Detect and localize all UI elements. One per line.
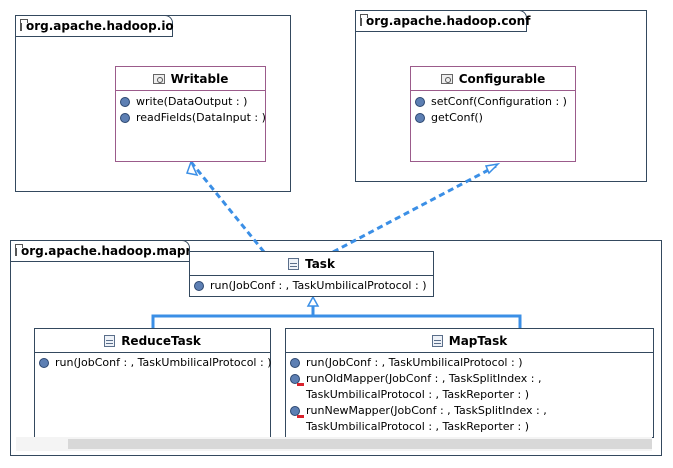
operation-row[interactable]: runNewMapper(JobConf : , TaskSplitIndex …	[286, 403, 653, 419]
public-operation-icon	[120, 97, 130, 107]
package-io-label: org.apache.hadoop.io	[26, 19, 174, 33]
operation-label: write(DataOutput : )	[136, 95, 248, 108]
scrollbar-thumb[interactable]	[68, 439, 652, 449]
class-reducetask-ops: run(JobConf : , TaskUmbilicalProtocol : …	[35, 353, 272, 371]
class-reducetask-name: ReduceTask	[121, 333, 201, 348]
operation-label: TaskUmbilicalProtocol : , TaskReporter :…	[306, 420, 530, 433]
operation-label: TaskUmbilicalProtocol : , TaskReporter :…	[306, 388, 530, 401]
class-icon	[104, 334, 116, 347]
package-icon	[15, 243, 23, 256]
operation-label: run(JobConf : , TaskUmbilicalProtocol : …	[210, 279, 427, 292]
public-operation-icon	[290, 358, 300, 368]
operation-label: run(JobConf : , TaskUmbilicalProtocol : …	[306, 356, 523, 369]
operation-row[interactable]: getConf()	[411, 110, 575, 126]
class-maptask[interactable]: MapTask run(JobConf : , TaskUmbilicalPro…	[285, 328, 654, 438]
package-conf-tab: org.apache.hadoop.conf	[355, 10, 531, 32]
protected-operation-icon	[290, 374, 304, 386]
package-icon	[20, 18, 28, 31]
class-task-ops: run(JobConf : , TaskUmbilicalProtocol : …	[190, 276, 433, 294]
class-icon	[288, 257, 300, 270]
operation-label: getConf()	[431, 111, 483, 124]
class-icon	[431, 334, 443, 347]
class-reducetask-header: ReduceTask	[35, 329, 270, 353]
public-operation-icon	[194, 281, 204, 291]
package-conf-label: org.apache.hadoop.conf	[366, 14, 531, 28]
operation-row[interactable]: runOldMapper(JobConf : , TaskSplitIndex …	[286, 371, 653, 387]
class-configurable-name: Configurable	[458, 71, 546, 86]
protected-operation-icon	[290, 406, 304, 418]
class-maptask-ops: run(JobConf : , TaskUmbilicalProtocol : …	[286, 353, 653, 435]
public-operation-icon	[415, 97, 425, 107]
class-configurable-ops: setConf(Configuration : ) getConf()	[411, 91, 575, 126]
package-io-tab: org.apache.hadoop.io	[15, 15, 174, 37]
class-task-header: Task	[190, 252, 433, 276]
class-maptask-name: MapTask	[448, 333, 508, 348]
class-task-name: Task	[305, 256, 335, 271]
class-configurable[interactable]: Configurable setConf(Configuration : ) g…	[410, 66, 576, 162]
class-reducetask[interactable]: ReduceTask run(JobConf : , TaskUmbilical…	[34, 328, 271, 438]
operation-row[interactable]: run(JobConf : , TaskUmbilicalProtocol : …	[35, 355, 272, 371]
horizontal-scrollbar[interactable]	[16, 437, 652, 451]
operation-row[interactable]: run(JobConf : , TaskUmbilicalProtocol : …	[286, 355, 653, 371]
operation-row[interactable]: run(JobConf : , TaskUmbilicalProtocol : …	[190, 278, 433, 294]
class-configurable-header: Configurable	[411, 67, 575, 91]
class-writable-header: Writable	[116, 67, 265, 91]
operation-label: run(JobConf : , TaskUmbilicalProtocol : …	[55, 356, 272, 369]
operation-row[interactable]: readFields(DataInput : )	[116, 110, 266, 126]
operation-row[interactable]: setConf(Configuration : )	[411, 94, 575, 110]
public-operation-icon	[415, 113, 425, 123]
operation-continuation: TaskUmbilicalProtocol : , TaskReporter :…	[286, 387, 653, 403]
operation-label: runOldMapper(JobConf : , TaskSplitIndex …	[306, 372, 542, 385]
public-operation-icon	[39, 358, 49, 368]
class-maptask-header: MapTask	[286, 329, 653, 353]
class-writable-name: Writable	[170, 71, 229, 86]
class-writable-ops: write(DataOutput : ) readFields(DataInpu…	[116, 91, 266, 126]
package-icon	[360, 13, 368, 26]
operation-label: readFields(DataInput : )	[136, 111, 266, 124]
operation-row[interactable]: write(DataOutput : )	[116, 94, 265, 110]
operation-label: setConf(Configuration : )	[431, 95, 567, 108]
class-task[interactable]: Task run(JobConf : , TaskUmbilicalProtoc…	[189, 251, 434, 297]
class-writable[interactable]: Writable write(DataOutput : ) readFields…	[115, 66, 266, 162]
operation-label: runNewMapper(JobConf : , TaskSplitIndex …	[306, 404, 547, 417]
package-mapred-label: org.apache.hadoop.mapred	[21, 244, 190, 258]
interface-icon	[440, 73, 453, 84]
public-operation-icon	[120, 113, 130, 123]
operation-continuation: TaskUmbilicalProtocol : , TaskReporter :…	[286, 419, 653, 435]
interface-icon	[152, 73, 165, 84]
package-mapred-tab: org.apache.hadoop.mapred	[11, 241, 190, 262]
